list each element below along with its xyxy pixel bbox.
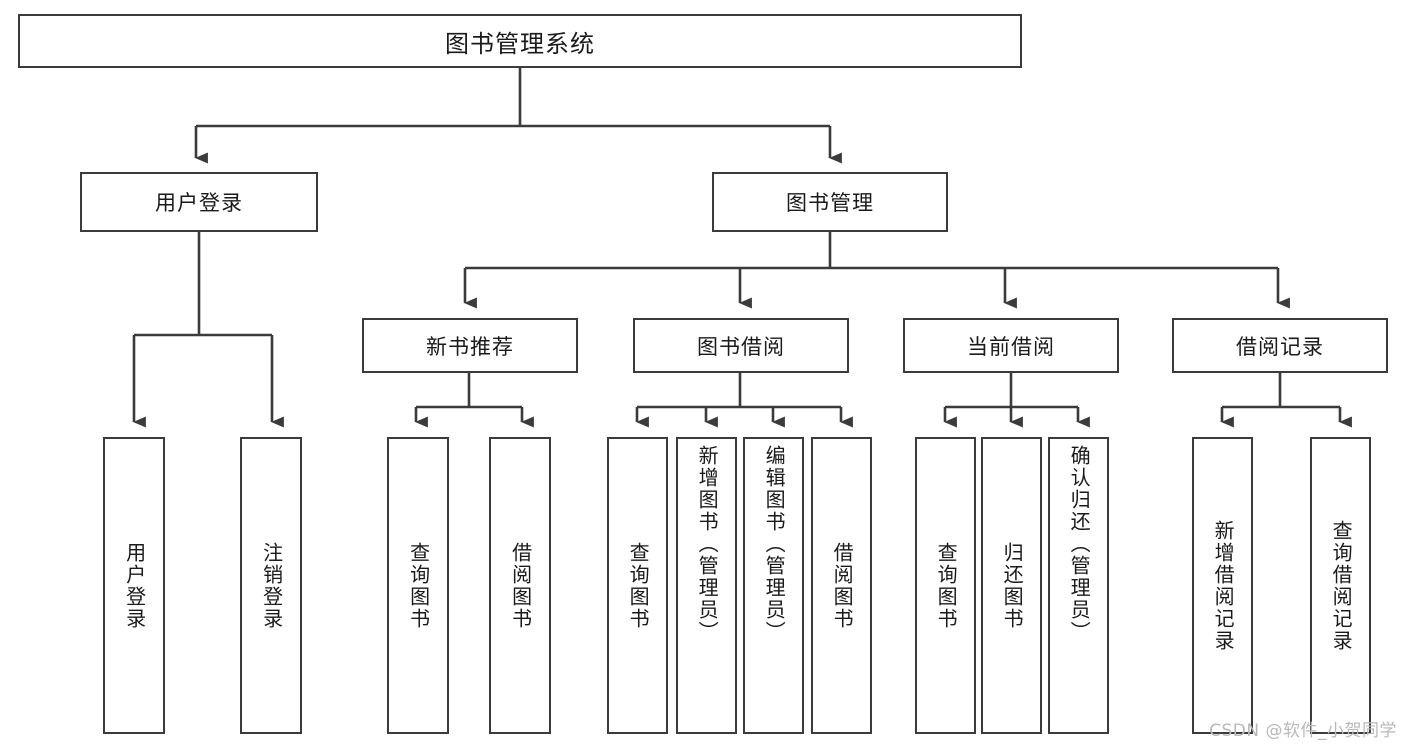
leaf-user-login-login[interactable]: 用户登录	[103, 437, 165, 734]
leaf-current-borrow-query-book[interactable]: 查询图书	[915, 437, 976, 734]
leaf-text-wrap: 查询图书	[917, 445, 974, 726]
leaf-text-wrap: 查询图书	[389, 445, 447, 726]
leaf-label: 用户登录	[122, 541, 147, 630]
leaf-label: 新增借阅记录	[1211, 519, 1236, 652]
leaf-book-borrow-borrow-book[interactable]: 借阅图书	[811, 437, 872, 734]
leaf-text-wrap: 借阅图书	[491, 445, 549, 726]
leaf-label: 查询借阅记录	[1329, 519, 1354, 652]
node-root-system[interactable]: 图书管理系统	[18, 14, 1022, 68]
node-current-borrow[interactable]: 当前借阅	[903, 318, 1119, 373]
leaf-text-wrap: 归还图书	[983, 445, 1040, 726]
leaf-book-borrow-add-book-admin[interactable]: 新增图书（管理员）	[676, 437, 737, 734]
node-new-book-recommend[interactable]: 新书推荐	[362, 318, 578, 373]
leaf-label: 注销登录	[259, 541, 284, 630]
node-book-borrow[interactable]: 图书借阅	[633, 318, 849, 373]
leaf-text-wrap: 查询图书	[609, 445, 666, 726]
leaf-label: 新增图书（管理员）	[695, 445, 720, 643]
leaf-text-wrap: 确认归还（管理员）	[1050, 445, 1107, 726]
leaf-new-book-query-book[interactable]: 查询图书	[387, 437, 449, 734]
leaf-text-wrap: 新增借阅记录	[1194, 445, 1251, 726]
node-current-borrow-label: 当前借阅	[967, 334, 1055, 359]
leaf-text-wrap: 注销登录	[242, 445, 300, 726]
leaf-text-wrap: 借阅图书	[813, 445, 870, 726]
leaf-text-wrap: 编辑图书（管理员）	[745, 445, 802, 726]
node-new-book-recommend-label: 新书推荐	[426, 334, 514, 359]
leaf-label: 借阅图书	[508, 541, 533, 630]
leaf-label: 归还图书	[1000, 541, 1025, 630]
leaf-text-wrap: 查询借阅记录	[1312, 445, 1369, 726]
node-borrow-record-label: 借阅记录	[1236, 334, 1324, 359]
leaf-book-borrow-query-book[interactable]: 查询图书	[607, 437, 668, 734]
node-book-management[interactable]: 图书管理	[712, 172, 948, 232]
leaf-label: 编辑图书（管理员）	[762, 445, 787, 643]
leaf-user-login-logout[interactable]: 注销登录	[240, 437, 302, 734]
leaf-current-borrow-return-book[interactable]: 归还图书	[981, 437, 1042, 734]
leaf-label: 查询图书	[934, 541, 959, 630]
leaf-current-borrow-confirm-return-admin[interactable]: 确认归还（管理员）	[1048, 437, 1109, 734]
node-borrow-record[interactable]: 借阅记录	[1172, 318, 1388, 373]
node-book-borrow-label: 图书借阅	[697, 334, 785, 359]
node-user-login[interactable]: 用户登录	[80, 172, 318, 232]
leaf-text-wrap: 新增图书（管理员）	[678, 445, 735, 726]
leaf-text-wrap: 用户登录	[105, 445, 163, 726]
leaf-borrow-record-add-record[interactable]: 新增借阅记录	[1192, 437, 1253, 734]
leaf-label: 查询图书	[626, 541, 651, 630]
leaf-label: 借阅图书	[830, 541, 855, 630]
node-root-label: 图书管理系统	[445, 29, 595, 58]
node-book-management-label: 图书管理	[786, 191, 874, 215]
leaf-new-book-borrow-book[interactable]: 借阅图书	[489, 437, 551, 734]
csdn-watermark: CSDN @软件_小贺同学	[1209, 721, 1397, 741]
node-user-login-label: 用户登录	[155, 191, 243, 215]
leaf-label: 查询图书	[406, 541, 431, 630]
leaf-book-borrow-edit-book-admin[interactable]: 编辑图书（管理员）	[743, 437, 804, 734]
leaf-borrow-record-query-record[interactable]: 查询借阅记录	[1310, 437, 1371, 734]
leaf-label: 确认归还（管理员）	[1067, 445, 1092, 643]
